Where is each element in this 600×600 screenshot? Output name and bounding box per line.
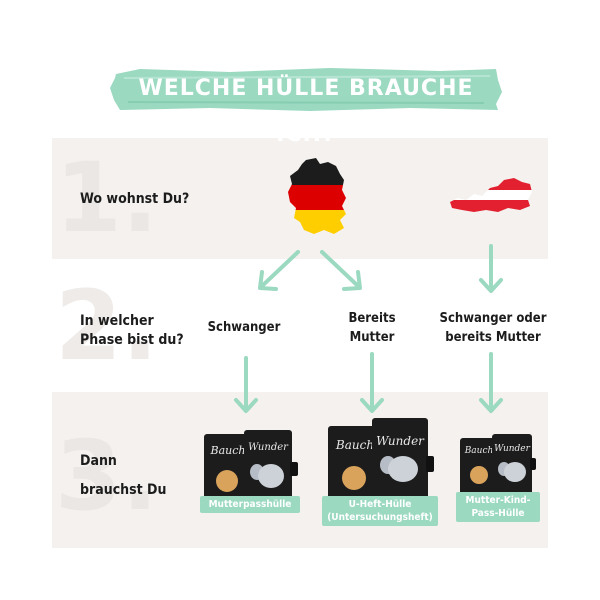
phase-pregnant: Schwanger: [196, 318, 292, 337]
austria-flag-icon: [450, 178, 532, 212]
product-label-mkp-line1: Mutter-Kind-: [465, 495, 531, 506]
elephant-illustration: [258, 464, 284, 488]
elephant-illustration: [504, 462, 526, 482]
pack-cover-front: Wunder: [244, 430, 292, 508]
pack-strap: [530, 458, 536, 470]
arrow-either-to-product: [479, 352, 503, 413]
pack-strap: [290, 462, 298, 476]
cover-text-wunder: Wunder: [248, 442, 288, 453]
step-1-number: 1.: [55, 142, 159, 254]
phase-either-line1: Schwanger oder: [439, 311, 547, 326]
phase-either: Schwanger oder bereits Mutter: [434, 309, 552, 347]
cover-text-bauch: Bauch: [210, 444, 246, 457]
arrow-mother-to-product: [360, 352, 384, 413]
cover-text-bauch: Bauch: [335, 438, 375, 452]
question-result-line2: brauchst Du: [80, 482, 167, 498]
product-label-mkp-line2: Pass-Hülle: [471, 508, 525, 519]
product-label-u-heft: U-Heft-Hülle (Untersuchungsheft): [322, 496, 438, 526]
bear-illustration: [342, 466, 366, 490]
cover-text-bauch: Bauch: [464, 446, 494, 456]
phase-mother-line1: Bereits: [348, 311, 396, 326]
arrow-germany-to-pregnant: [258, 250, 300, 291]
product-u-heft: Bauch Wunder U-Heft-Hülle (Untersuchungs…: [322, 418, 438, 528]
pack-cover-front: Wunder: [492, 434, 532, 496]
step-3-number: 3.: [55, 420, 159, 532]
bear-illustration: [216, 470, 238, 492]
pack-cover-front: Wunder: [372, 418, 428, 504]
question-phase-line1: In welcher: [80, 313, 154, 329]
product-label-mutterpass: Mutterpasshülle: [200, 496, 300, 513]
question-residence: Wo wohnst Du?: [80, 191, 190, 207]
question-result: Dann brauchst Du: [80, 452, 166, 500]
arrow-pregnant-to-product: [234, 356, 258, 413]
germany-flag-icon: [288, 158, 346, 234]
arrow-austria-to-either: [479, 244, 503, 293]
phase-either-line2: bereits Mutter: [445, 330, 541, 345]
bear-illustration: [470, 466, 488, 484]
product-mutterpass: Bauch Wunder Mutterpasshülle: [200, 426, 300, 518]
product-label-mutterpass-text: Mutterpasshülle: [208, 499, 292, 510]
title-banner: WELCHE HÜLLE BRAUCHE ICH?: [110, 66, 502, 147]
phase-mother-line2: Mutter: [349, 330, 395, 345]
cover-text-wunder: Wunder: [376, 434, 424, 448]
step-2-band: [52, 266, 548, 386]
page-title: WELCHE HÜLLE BRAUCHE ICH?: [138, 76, 474, 147]
question-phase: In welcher Phase bist du?: [80, 312, 184, 350]
product-label-u-heft-line2: (Untersuchungsheft): [327, 512, 433, 523]
elephant-illustration: [388, 456, 418, 482]
pack-cover-back: Bauch: [460, 438, 498, 498]
phase-pregnant-label: Schwanger: [207, 320, 281, 335]
question-phase-line2: Phase bist du?: [80, 332, 184, 348]
product-mutter-kind-pass: Bauch Wunder Mutter-Kind- Pass-Hülle: [456, 432, 540, 528]
cover-text-wunder: Wunder: [494, 444, 530, 454]
product-label-u-heft-line1: U-Heft-Hülle: [348, 499, 412, 510]
arrow-germany-to-mother: [320, 250, 362, 291]
pack-strap: [426, 456, 434, 472]
question-result-line1: Dann: [80, 453, 117, 469]
product-label-mutter-kind-pass: Mutter-Kind- Pass-Hülle: [456, 492, 540, 522]
phase-mother: Bereits Mutter: [334, 309, 410, 347]
step-2-number: 2.: [55, 270, 159, 382]
